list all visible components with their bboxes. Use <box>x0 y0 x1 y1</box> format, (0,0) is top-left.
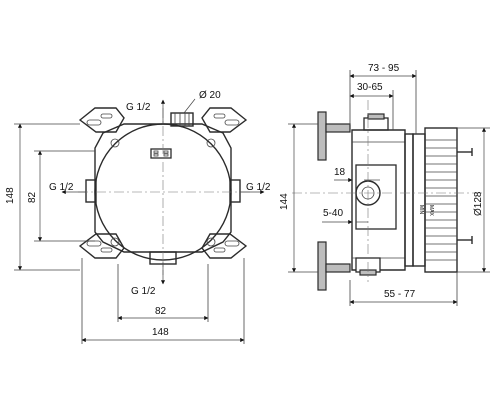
fixing-hole <box>110 237 120 247</box>
fixing-hole <box>110 138 120 148</box>
side-top-port <box>363 113 389 131</box>
mounting-bracket-top <box>317 111 327 161</box>
svg-text:148: 148 <box>152 327 169 338</box>
label-mark-max: MAX <box>428 205 434 217</box>
fixing-hole <box>206 237 216 247</box>
port-diameter-leader <box>183 98 196 114</box>
dimension-width-overall: 148 <box>81 258 245 344</box>
svg-text:82: 82 <box>27 191 38 203</box>
svg-text:82: 82 <box>155 306 167 317</box>
svg-text:148: 148 <box>5 187 16 204</box>
label-inlet-left: G 1/2 <box>49 182 74 193</box>
side-view: MIN MAX 73 - 95 30-65 144 <box>279 63 490 306</box>
mounting-bracket-bottom <box>317 241 327 291</box>
mounting-ear-bottom-left <box>78 233 125 259</box>
label-inlet-top: G 1/2 <box>126 102 151 113</box>
dimension-height-mounting: 82 <box>27 150 95 242</box>
dimension-offset: 18 <box>334 167 380 183</box>
dimension-body-range: 55 - 77 <box>349 272 458 306</box>
svg-text:144: 144 <box>279 193 290 210</box>
front-view: G 1/2 Ø 20 G 1/2 G 1/2 G 1/2 148 82 82 <box>5 90 271 344</box>
svg-text:5-40: 5-40 <box>323 208 343 219</box>
label-mark-min: MIN <box>418 205 424 215</box>
label-inlet-right: G 1/2 <box>246 182 271 193</box>
fixing-hole <box>206 138 216 148</box>
dimension-width-mounting: 82 <box>117 264 209 322</box>
label-port-diameter: Ø 20 <box>199 90 221 101</box>
dimension-height: 144 <box>279 123 318 273</box>
dimension-mounting-range: 30-65 <box>349 82 394 130</box>
svg-text:18: 18 <box>334 167 346 178</box>
svg-text:30-65: 30-65 <box>357 82 383 93</box>
mounting-ear-top-left <box>78 107 125 133</box>
label-inlet-bottom: G 1/2 <box>131 286 156 297</box>
svg-text:73 - 95: 73 - 95 <box>368 63 400 74</box>
svg-text:55 - 77: 55 - 77 <box>384 289 416 300</box>
ribbed-cylinder <box>404 127 458 273</box>
dimension-diameter: Ø128 <box>457 127 490 273</box>
mounting-ear-bottom-right <box>201 233 248 259</box>
dimension-plaster-range: 5-40 <box>322 208 368 225</box>
inlet-right-body <box>229 179 241 203</box>
svg-text:Ø128: Ø128 <box>473 191 484 216</box>
dimension-height-overall: 148 <box>5 123 80 271</box>
box-outline <box>94 123 232 253</box>
label-plate <box>150 148 172 159</box>
mounting-ear-top-right <box>201 107 248 133</box>
inlet-left-body <box>85 179 97 203</box>
